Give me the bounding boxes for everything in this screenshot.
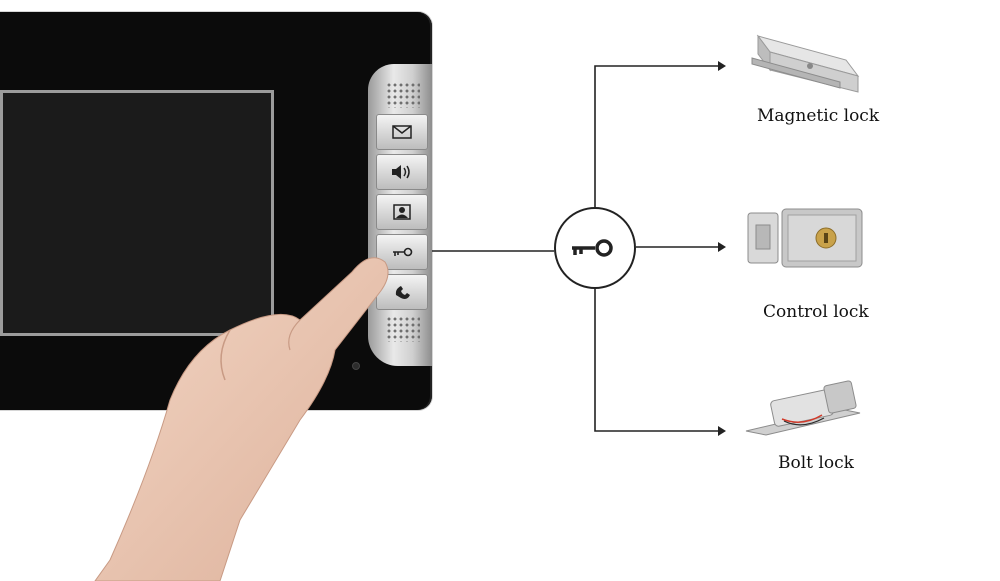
arrow-magnetic [718,61,726,71]
magnetic-lock-image [751,34,860,93]
link-line-bolt [594,289,718,432]
monitor-screen [0,90,274,336]
camera-led [352,362,360,370]
speaker-grille-bottom [386,316,420,342]
arrow-control [718,242,726,252]
volume-button[interactable] [376,154,428,190]
magnetic-lock-label: Magnetic lock [757,106,880,126]
speaker-grille-top [386,82,420,108]
phone-icon [395,286,410,299]
button-panel [368,64,432,366]
control-lock-image [747,208,863,268]
control-lock-label: Control lock [763,302,869,322]
message-button[interactable] [376,114,428,150]
arrow-bolt [718,426,726,436]
speaker-icon [392,165,410,179]
key-icon [393,247,413,257]
bolt-lock-image [745,380,861,436]
key-hub-icon [572,239,613,257]
bolt-lock-label: Bolt lock [778,453,854,473]
message-icon [392,125,412,139]
link-line-magnetic [594,65,718,207]
monitor-view-button[interactable] [376,194,428,230]
contact-icon [393,204,411,220]
